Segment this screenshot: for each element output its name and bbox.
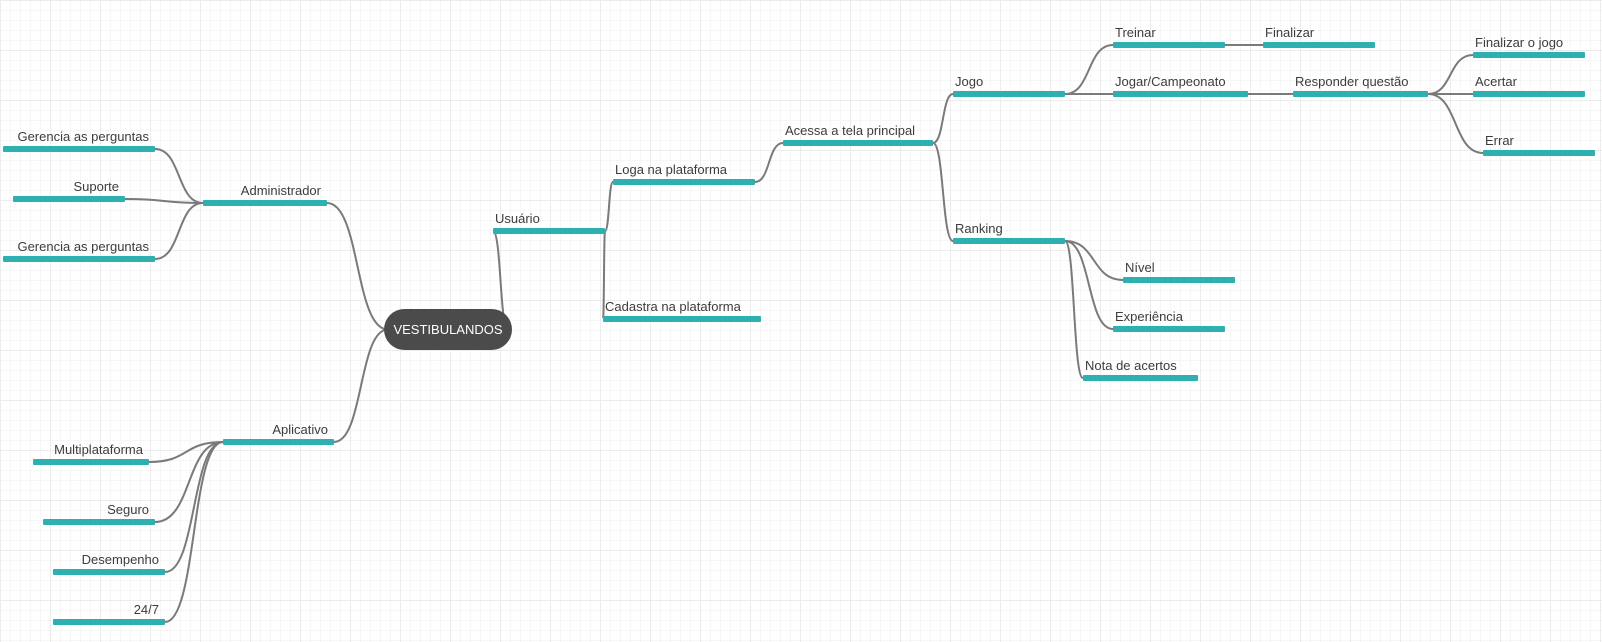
connector-aplicativo-multiplataforma — [148, 441, 224, 463]
connector-administrador-gerencia_1 — [154, 148, 204, 204]
node-label: 24/7 — [133, 602, 159, 617]
node-bar — [1123, 277, 1235, 283]
node-gerencia-as-perguntas-2[interactable]: Gerencia as perguntas — [3, 238, 155, 262]
node-bar — [953, 91, 1065, 97]
node-finalizar[interactable]: Finalizar — [1263, 24, 1375, 48]
node-bar — [613, 179, 755, 185]
node-multiplataforma[interactable]: Multiplataforma — [33, 441, 149, 465]
node-desempenho[interactable]: Desempenho — [53, 551, 165, 575]
node-label: Gerencia as perguntas — [17, 129, 149, 144]
connector-responder-finalizar_jogo — [1427, 54, 1474, 95]
node-bar — [1293, 91, 1428, 97]
node-cadastra-na-plataforma[interactable]: Cadastra na plataforma — [603, 298, 761, 322]
node-gerencia-as-perguntas-1[interactable]: Gerencia as perguntas — [3, 128, 155, 152]
node-label: Jogo — [955, 74, 984, 89]
connector-acessa-ranking — [932, 142, 954, 242]
node-bar — [13, 196, 125, 202]
connector-acessa-jogo — [932, 93, 954, 144]
root-node[interactable]: VESTIBULANDOS — [384, 309, 512, 350]
node-acessa-a-tela-principal[interactable]: Acessa a tela principal — [783, 122, 933, 146]
node-label: Acertar — [1475, 74, 1517, 89]
node-bar — [1113, 326, 1225, 332]
node-bar — [33, 459, 149, 465]
connector-ranking-nota — [1064, 240, 1084, 379]
node-loga-na-plataforma[interactable]: Loga na plataforma — [613, 161, 755, 185]
node-24-7[interactable]: 24/7 — [53, 601, 165, 625]
connector-jogo-treinar — [1064, 44, 1114, 95]
node-label: Jogar/Campeonato — [1115, 74, 1226, 89]
connector-loga-acessa — [754, 142, 784, 183]
node-label: Experiência — [1115, 309, 1183, 324]
node-label: Seguro — [107, 502, 149, 517]
node-seguro[interactable]: Seguro — [43, 501, 155, 525]
connector-aplicativo-desempenho — [164, 441, 224, 573]
node-bar — [43, 519, 155, 525]
node-label: Acessa a tela principal — [785, 123, 916, 138]
node-responder-questao[interactable]: Responder questão — [1293, 73, 1428, 97]
node-label: Desempenho — [81, 552, 159, 567]
node-label: Aplicativo — [272, 422, 328, 437]
node-label: Nota de acertos — [1085, 358, 1177, 373]
node-bar — [1483, 150, 1595, 156]
connector-root-aplicativo — [333, 328, 389, 443]
node-bar — [223, 439, 334, 445]
node-bar — [3, 146, 155, 152]
node-label: Suporte — [73, 179, 119, 194]
node-jogar-campeonato[interactable]: Jogar/Campeonato — [1113, 73, 1248, 97]
node-ranking[interactable]: Ranking — [953, 220, 1065, 244]
node-label: Responder questão — [1295, 74, 1409, 89]
connector-ranking-nivel — [1064, 240, 1124, 281]
node-bar — [953, 238, 1065, 244]
node-nivel[interactable]: Nível — [1123, 259, 1235, 283]
node-bar — [1113, 91, 1248, 97]
node-administrador[interactable]: Administrador — [203, 182, 327, 206]
node-finalizar-o-jogo[interactable]: Finalizar o jogo — [1473, 34, 1585, 58]
node-bar — [53, 569, 165, 575]
node-acertar[interactable]: Acertar — [1473, 73, 1585, 97]
connector-administrador-suporte — [124, 198, 204, 204]
node-label: Gerencia as perguntas — [17, 239, 149, 254]
node-bar — [1113, 42, 1225, 48]
node-bar — [53, 619, 165, 625]
node-suporte[interactable]: Suporte — [13, 178, 125, 202]
connector-usuario-loga — [604, 181, 614, 232]
node-label: Usuário — [495, 211, 540, 226]
node-bar — [603, 316, 761, 322]
node-bar — [783, 140, 933, 146]
node-jogo[interactable]: Jogo — [953, 73, 1065, 97]
node-label: Administrador — [240, 183, 321, 198]
node-bar — [1473, 91, 1585, 97]
node-aplicativo[interactable]: Aplicativo — [223, 421, 334, 445]
connector-responder-errar — [1427, 93, 1484, 154]
node-label: Cadastra na plataforma — [605, 299, 741, 314]
connector-aplicativo-always — [164, 441, 224, 623]
node-label: Ranking — [955, 221, 1003, 236]
node-errar[interactable]: Errar — [1483, 132, 1595, 156]
connector-root-administrador — [326, 202, 389, 331]
node-usuario[interactable]: Usuário — [493, 210, 605, 234]
connector-administrador-gerencia_2 — [154, 202, 204, 260]
node-label: Errar — [1485, 133, 1514, 148]
node-label: Loga na plataforma — [615, 162, 728, 177]
node-bar — [203, 200, 327, 206]
node-bar — [3, 256, 155, 262]
node-label: Finalizar — [1265, 25, 1315, 40]
node-nota-de-acertos[interactable]: Nota de acertos — [1083, 357, 1198, 381]
node-bar — [493, 228, 605, 234]
connector-aplicativo-seguro — [154, 441, 224, 523]
node-label: Multiplataforma — [54, 442, 143, 457]
node-label: Finalizar o jogo — [1475, 35, 1564, 50]
node-treinar[interactable]: Treinar — [1113, 24, 1225, 48]
node-bar — [1083, 375, 1198, 381]
node-label: Nível — [1125, 260, 1155, 275]
node-label: Treinar — [1115, 25, 1156, 40]
node-experiencia[interactable]: Experiência — [1113, 308, 1225, 332]
connector-ranking-experiencia — [1064, 240, 1114, 330]
node-bar — [1263, 42, 1375, 48]
node-bar — [1473, 52, 1585, 58]
